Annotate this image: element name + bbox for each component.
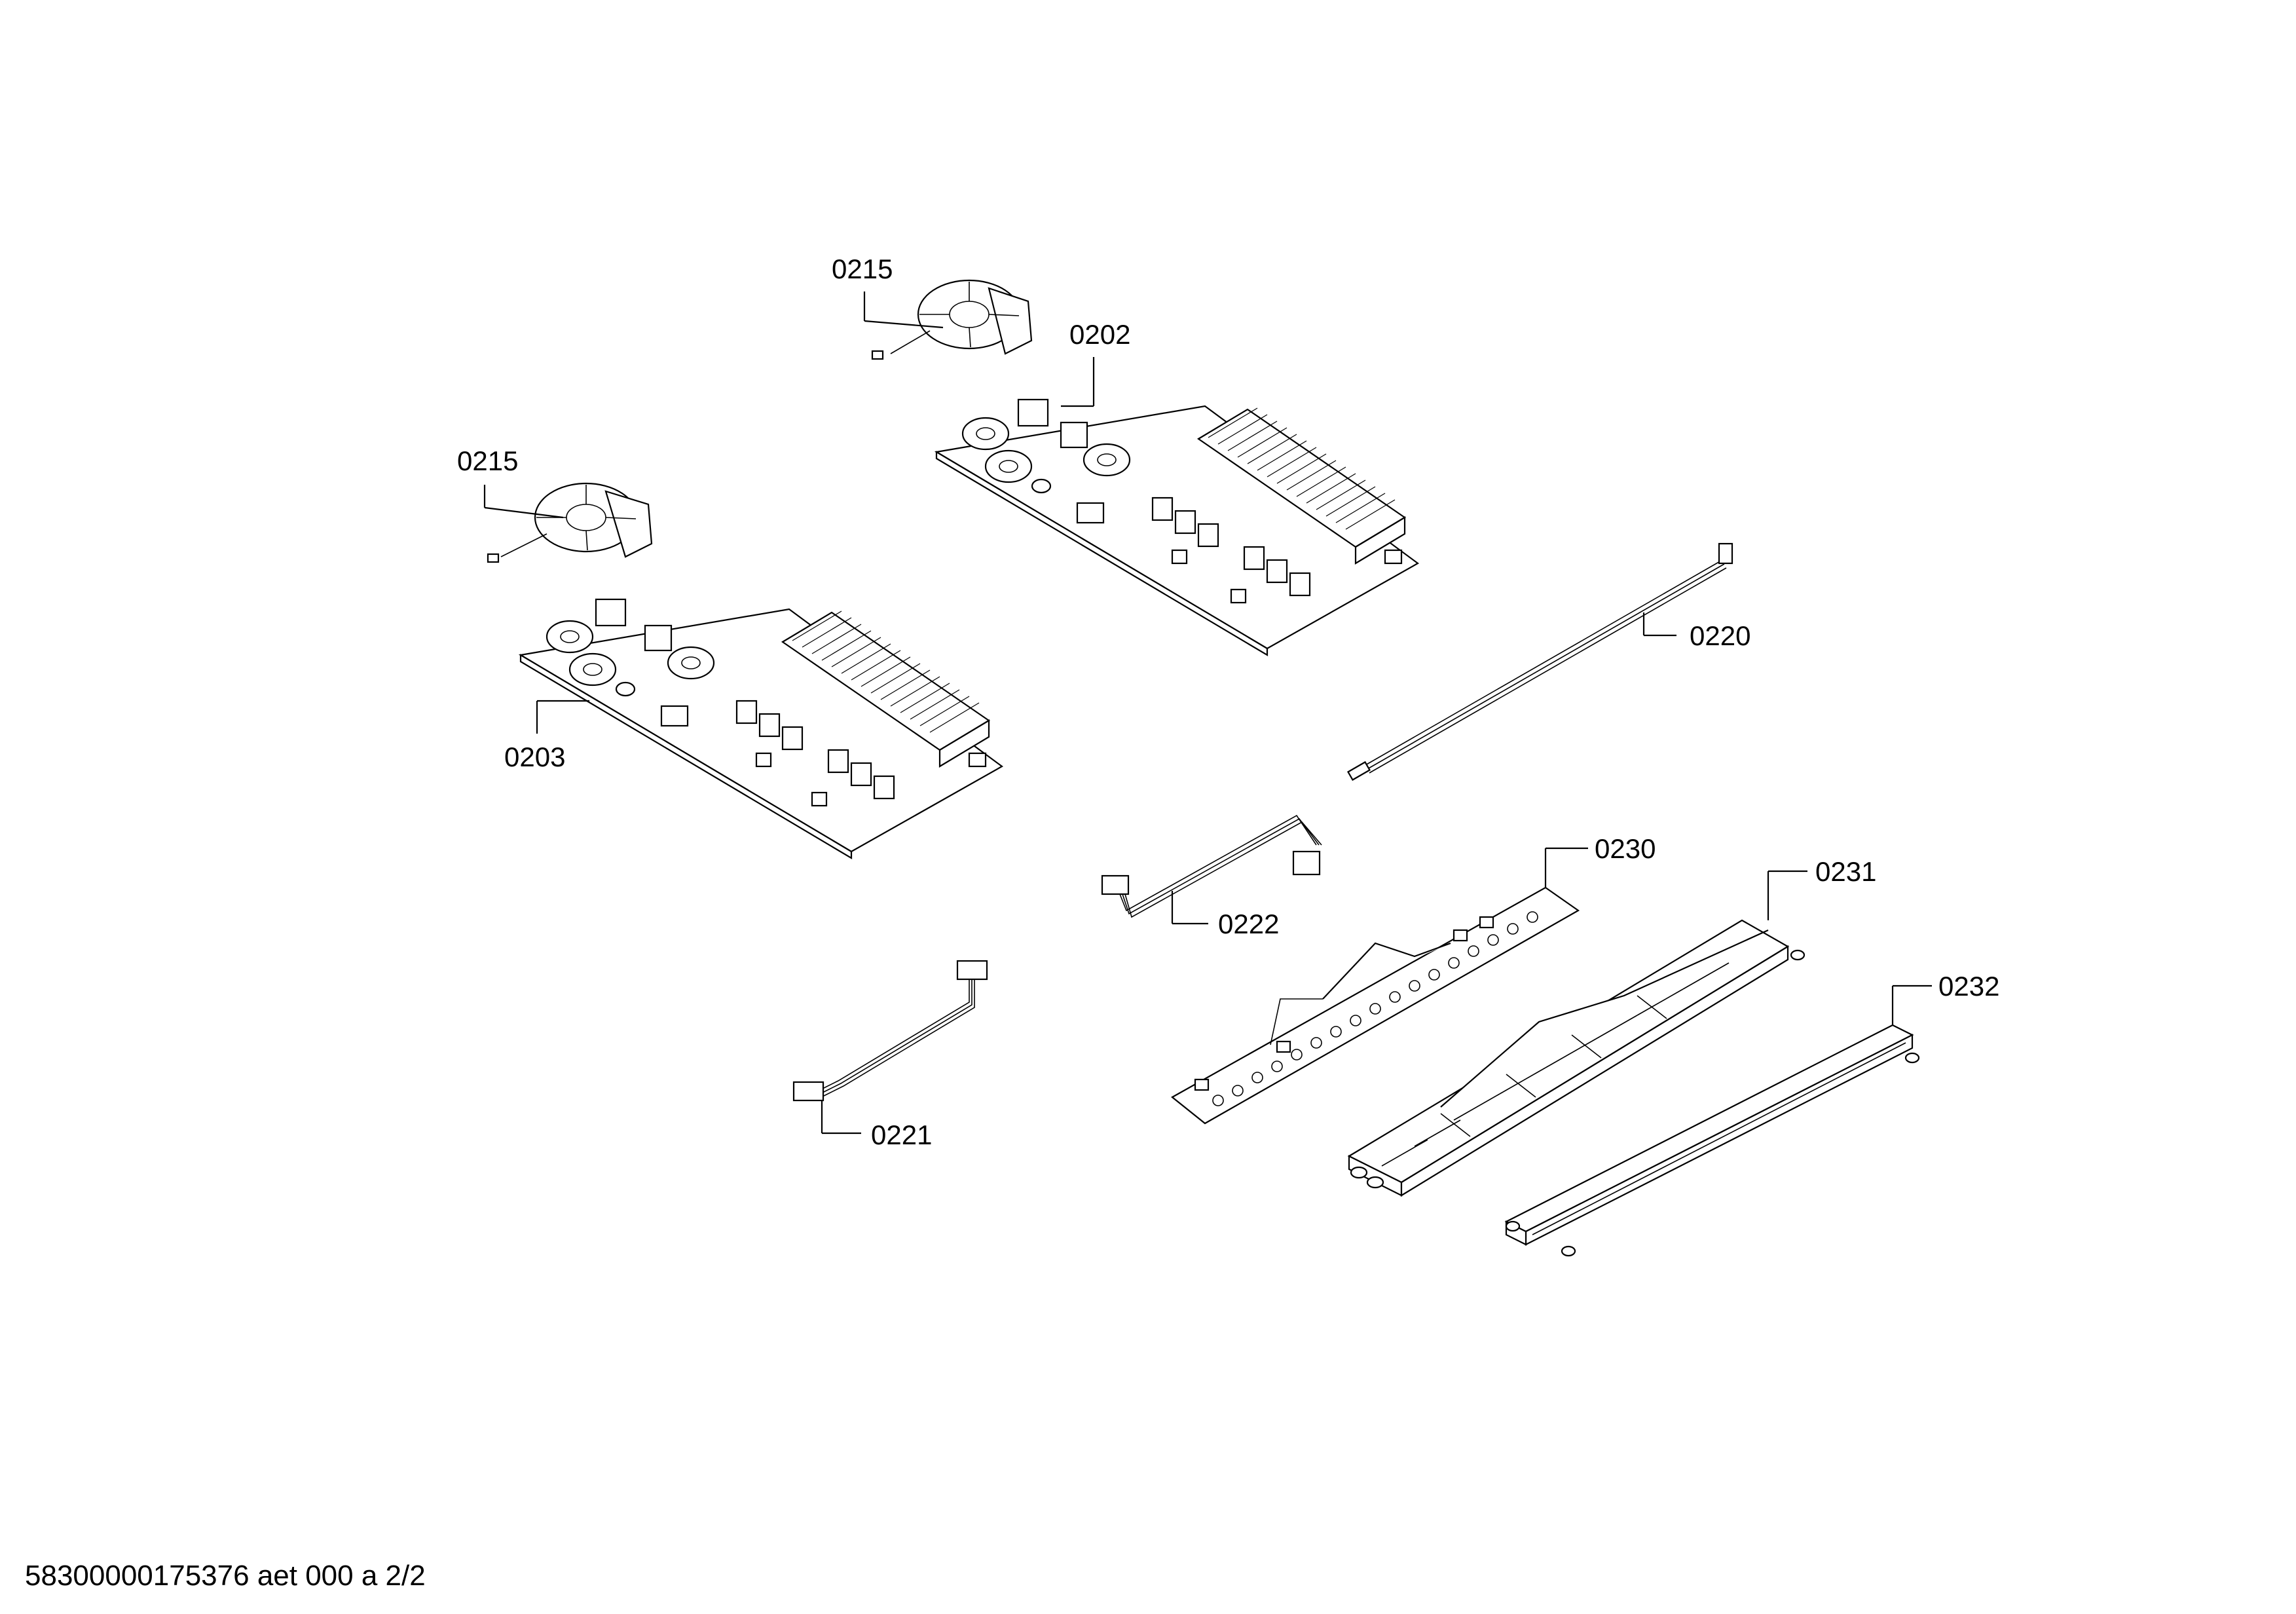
label-0231: 0231 [1815,856,1876,887]
leader-fan-upper-2 [864,320,944,329]
board-upper[interactable] [934,398,1420,656]
label-0215-lower: 0215 [457,445,518,476]
label-0230: 0230 [1595,833,1656,864]
label-0215-upper: 0215 [832,253,893,284]
fan-lower[interactable] [487,482,653,563]
board-lower[interactable] [518,598,1004,859]
document-id: 58300000175376 aet 000 a 2/2 [25,1560,426,1592]
cable-small-upper[interactable] [1101,814,1322,918]
board-bracket[interactable] [1347,919,1805,1197]
label-0222: 0222 [1218,909,1279,939]
label-0203: 0203 [504,741,565,772]
fan-upper[interactable] [871,279,1033,360]
leader-fan-lower-2 [484,506,564,519]
control-board[interactable] [1171,886,1580,1125]
label-0220: 0220 [1690,620,1750,651]
label-0232: 0232 [1938,971,1999,1002]
label-0221: 0221 [871,1119,932,1150]
cable-small-lower[interactable] [792,960,988,1102]
cable-long[interactable] [1347,542,1733,781]
label-0202: 0202 [1069,319,1130,350]
profile-strip[interactable] [1504,1024,1920,1257]
